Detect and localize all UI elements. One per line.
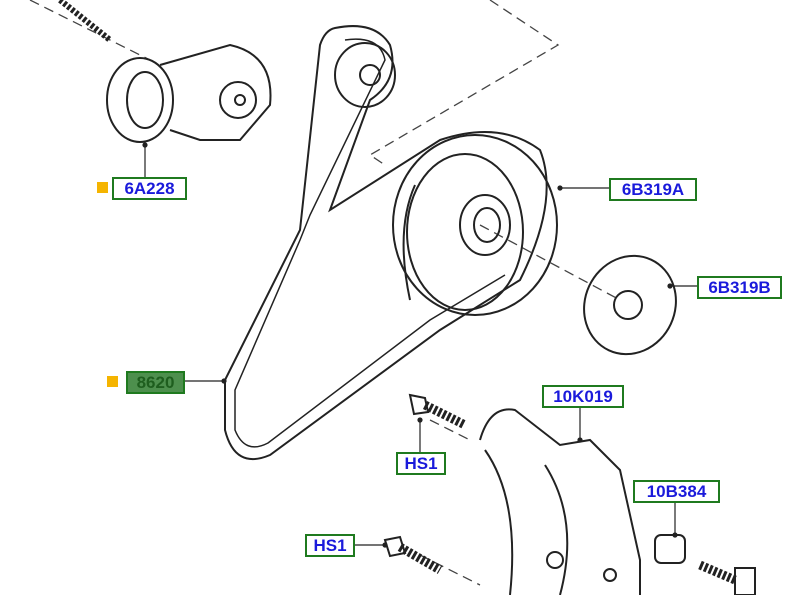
leader-lines (142, 142, 697, 548)
damper-6B319B[interactable] (568, 241, 692, 370)
callout-HS1-lower[interactable]: HS1 (305, 534, 355, 557)
bolt-hs1-upper[interactable] (408, 393, 468, 430)
callout-6A228[interactable]: 6A228 (112, 177, 187, 200)
callout-10K019[interactable]: 10K019 (542, 385, 624, 408)
drive-belt-8620[interactable] (224, 25, 548, 460)
dashed-centerlines (29, 0, 621, 586)
bracket-10K019[interactable] (479, 408, 641, 595)
pulley-6B319A[interactable] (392, 134, 558, 316)
callout-8620[interactable]: 8620 (126, 371, 185, 394)
callout-HS1-upper[interactable]: HS1 (396, 452, 446, 475)
tensioner-6A228[interactable] (58, 0, 272, 143)
marker-8620 (107, 376, 118, 387)
callout-10B384[interactable]: 10B384 (633, 480, 720, 503)
bush-10B384[interactable] (654, 534, 756, 595)
callout-6B319A[interactable]: 6B319A (609, 178, 697, 201)
idler-pulley (334, 42, 396, 108)
marker-6A228 (97, 182, 108, 193)
callout-6B319B[interactable]: 6B319B (697, 276, 782, 299)
bolt-hs1-lower[interactable] (383, 535, 443, 574)
